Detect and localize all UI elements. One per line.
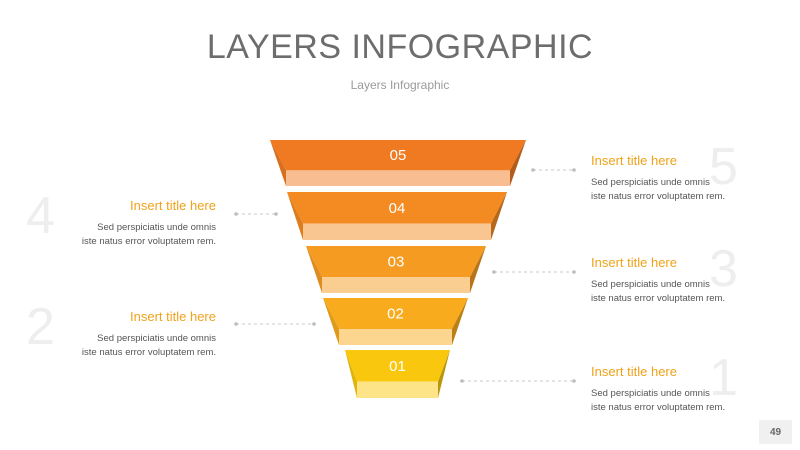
layer-02-label: 02 xyxy=(387,306,404,323)
page-title: LAYERS INFOGRAPHIC xyxy=(206,28,594,66)
layer-04-left-face xyxy=(287,192,303,240)
callout-4-text: Sed perspiciatis unde omnis iste natus e… xyxy=(81,222,216,247)
layer-03-label: 03 xyxy=(388,254,405,271)
callout-4: 4 Insert title here Sed perspiciatis und… xyxy=(26,190,216,249)
layer-01-front-band xyxy=(357,381,438,398)
layer-01: 01 xyxy=(345,350,450,398)
callout-2-text: Sed perspiciatis unde omnis iste natus e… xyxy=(81,333,216,358)
page-number-badge: 49 xyxy=(759,420,792,444)
callout-1-number: 1 xyxy=(709,349,738,407)
connector-3 xyxy=(492,270,576,274)
connector-1 xyxy=(460,379,576,383)
layer-05: 05 xyxy=(270,140,526,186)
callout-5: 5 Insert title here Sed perspiciatis und… xyxy=(591,141,771,204)
layer-03: 03 xyxy=(306,246,486,293)
callout-4-title: Insert title here xyxy=(130,198,216,213)
layer-03-left-face xyxy=(306,246,322,293)
layer-05-left-face xyxy=(270,140,286,186)
layer-03-front-band xyxy=(322,277,470,293)
layer-01-left-face xyxy=(345,350,357,398)
layer-01-top-face xyxy=(345,350,450,382)
callout-1: 1 Insert title here Sed perspiciatis und… xyxy=(591,352,771,415)
callout-5-number: 5 xyxy=(709,138,738,196)
layer-02-left-face xyxy=(323,298,339,345)
callout-1-text: Sed perspiciatis unde omnis iste natus e… xyxy=(591,388,726,413)
layer-04-side-face xyxy=(491,192,507,240)
layer-03-top-face xyxy=(306,246,486,278)
callout-2-number: 2 xyxy=(26,298,55,356)
callout-5-text: Sed perspiciatis unde omnis iste natus e… xyxy=(591,177,726,202)
layer-03-side-face xyxy=(470,246,486,293)
layer-02-front-band xyxy=(339,329,452,345)
connector-4 xyxy=(234,212,278,216)
layer-04-top-face xyxy=(287,192,507,224)
layer-05-label: 05 xyxy=(390,147,407,164)
layer-04: 04 xyxy=(287,192,507,240)
callout-2-title: Insert title here xyxy=(130,309,216,324)
layer-04-label: 04 xyxy=(389,200,406,217)
layer-02: 02 xyxy=(323,298,468,345)
layer-05-top-face xyxy=(270,140,526,171)
layer-04-front-band xyxy=(303,223,491,240)
layer-05-side-face xyxy=(510,140,526,186)
callout-3: 3 Insert title here Sed perspiciatis und… xyxy=(591,243,771,306)
page-subtitle: Layers Infographic xyxy=(350,78,450,92)
layer-05-front-band xyxy=(286,170,510,186)
callout-3-title: Insert title here xyxy=(591,255,677,270)
callout-3-text: Sed perspiciatis unde omnis iste natus e… xyxy=(591,279,726,304)
callout-1-title: Insert title here xyxy=(591,364,677,379)
connector-5 xyxy=(531,168,576,172)
layer-01-label: 01 xyxy=(389,358,406,375)
callout-5-title: Insert title here xyxy=(591,153,677,168)
layer-02-top-face xyxy=(323,298,468,330)
layer-01-side-face xyxy=(438,350,450,398)
callout-3-number: 3 xyxy=(709,240,738,298)
connector-2 xyxy=(234,322,316,326)
callout-2: 2 Insert title here Sed perspiciatis und… xyxy=(26,301,216,360)
callout-4-number: 4 xyxy=(26,187,55,245)
layer-02-side-face xyxy=(452,298,468,345)
